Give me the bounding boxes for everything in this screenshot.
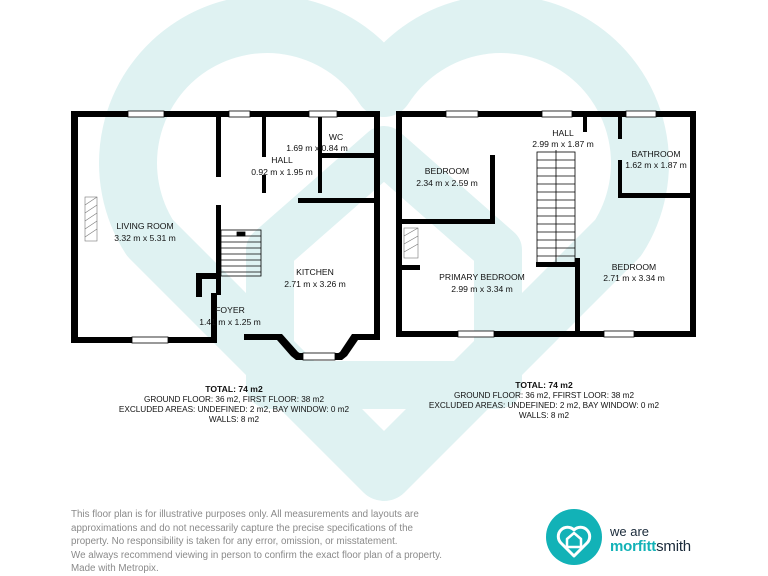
brand-tagline: we are: [610, 524, 650, 539]
brand-name-part-1: morfitt: [610, 538, 657, 555]
primary-bedroom-name: PRIMARY BEDROOM: [439, 272, 525, 282]
gf-floor-areas: GROUND FLOOR: 36 m2, FIRST FLOOR: 38 m2: [144, 395, 324, 404]
bathroom-name: BATHROOM: [631, 149, 680, 159]
ground-floor-windows: [127, 110, 338, 361]
bedroom-1-dims: 2.34 m x 2.59 m: [416, 178, 478, 188]
disclaimer-line: Made with Metropix.: [71, 563, 159, 575]
foyer-dims: 1.41 m x 1.25 m: [199, 317, 261, 327]
brand-name-part-2: smith: [656, 538, 691, 555]
disclaimer-line: approximations and do not necessarily ca…: [71, 522, 413, 534]
kitchen-dims: 2.71 m x 3.26 m: [284, 279, 346, 289]
disclaimer-line: We always recommend viewing in person to…: [71, 549, 443, 561]
wc-dims: 1.69 m x 0.84 m: [286, 143, 348, 153]
disclaimer-line: property. No responsibility is taken for…: [71, 536, 398, 548]
first-floor-labels: HALL 2.99 m x 1.87 m BEDROOM 2.34 m x 2.…: [416, 128, 687, 294]
gf-excluded-areas: EXCLUDED AREAS: UNDEFINED: 2 m2, BAY WIN…: [119, 405, 350, 414]
ground-floor-stairs: [220, 229, 262, 277]
ff-hall-name: HALL: [552, 128, 574, 138]
ground-floor-plan: [71, 110, 380, 361]
living-room-name: LIVING ROOM: [116, 221, 173, 231]
fireplace-icon: [84, 196, 98, 242]
disclaimer-line: This floor plan is for illustrative purp…: [71, 509, 419, 520]
ground-floor-summary: TOTAL: 74 m2 GROUND FLOOR: 36 m2, FIRST …: [119, 384, 350, 424]
kitchen-name: KITCHEN: [296, 267, 334, 277]
bedroom-1-name: BEDROOM: [425, 166, 469, 176]
first-floor-windows: [445, 110, 657, 338]
foyer-name: FOYER: [215, 305, 245, 315]
first-floor-summary: TOTAL: 74 m2 GROUND FLOOR: 36 m2, FFIRST…: [429, 380, 660, 420]
bathroom-dims: 1.62 m x 1.87 m: [625, 160, 687, 170]
first-floor-plan: [396, 110, 696, 338]
bedroom-2-name: BEDROOM: [612, 262, 656, 272]
gf-hall-name: HALL: [271, 155, 293, 165]
primary-bedroom-dims: 2.99 m x 3.34 m: [451, 284, 513, 294]
disclaimer: This floor plan is for illustrative purp…: [71, 508, 491, 576]
gf-walls: WALLS: 8 m2: [209, 415, 260, 424]
ff-walls: WALLS: 8 m2: [519, 411, 570, 420]
first-floor-chimney-icon: [403, 227, 419, 259]
first-floor-stairs: [536, 150, 576, 267]
ff-total: TOTAL: 74 m2: [515, 380, 573, 390]
living-room-dims: 3.32 m x 5.31 m: [114, 233, 176, 243]
brand-name: morfittsmith: [610, 539, 691, 554]
ff-excluded-areas: EXCLUDED AREAS: UNDEFINED: 2 m2, BAY WIN…: [429, 401, 660, 410]
morfittsmith-logo-icon: [546, 509, 602, 565]
brand-wordmark: we are morfittsmith: [610, 524, 691, 554]
bedroom-2-dims: 2.71 m x 3.34 m: [603, 273, 665, 283]
ff-hall-dims: 2.99 m x 1.87 m: [532, 139, 594, 149]
ff-floor-areas: GROUND FLOOR: 36 m2, FFIRST LOOR: 38 m2: [454, 391, 634, 400]
watermark-logo: [99, 0, 669, 501]
wc-name: WC: [329, 132, 343, 142]
gf-total: TOTAL: 74 m2: [205, 384, 263, 394]
gf-hall-dims: 0.92 m x 1.95 m: [251, 167, 313, 177]
ground-floor-labels: LIVING ROOM 3.32 m x 5.31 m HALL 0.92 m …: [114, 132, 348, 327]
